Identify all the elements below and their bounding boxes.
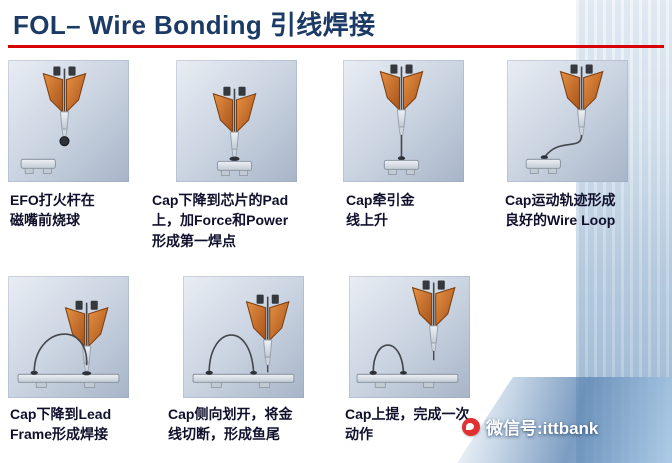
step-2-caption: Cap下降到芯片的Pad 上，加Force和Power 形成第一焊点 [152,192,289,249]
bond-complete-icon [356,279,459,388]
step-5-caption: Cap下降到Lead Frame形成焊接 [10,406,112,443]
step-1-caption: EFO打火杆在 磁嘴前烧球 [10,192,95,229]
wire-rise-icon [379,63,424,175]
step-4-caption: Cap运动轨迹形成 良好的Wire Loop [505,192,616,229]
step-3-image [343,60,464,182]
step-3-caption: Cap牵引金 线上升 [346,192,415,229]
lead-frame-bond-icon [17,299,120,388]
wire-cut-fishtail-icon [192,293,295,388]
title-underline [8,45,664,48]
step-2-image [176,60,297,182]
step-7-image [349,276,470,398]
wire-loop-icon [525,63,604,174]
step-6-image [183,276,304,398]
efo-ball-icon [20,65,87,174]
step-7-caption: Cap上提，完成一次 动作 [345,406,470,443]
step-5-image [8,276,129,398]
watermark: 微信号:ittbank [462,414,598,439]
watermark-text: 微信号:ittbank [486,419,599,438]
step-1-image [8,60,129,182]
step-6-caption: Cap侧向划开，将金 线切断，形成鱼尾 [168,406,293,443]
first-bond-icon [212,85,257,176]
step-4-image [507,60,628,182]
wechat-icon [462,417,480,436]
slide-title: FOL– Wire Bonding 引线焊接 [13,10,376,40]
